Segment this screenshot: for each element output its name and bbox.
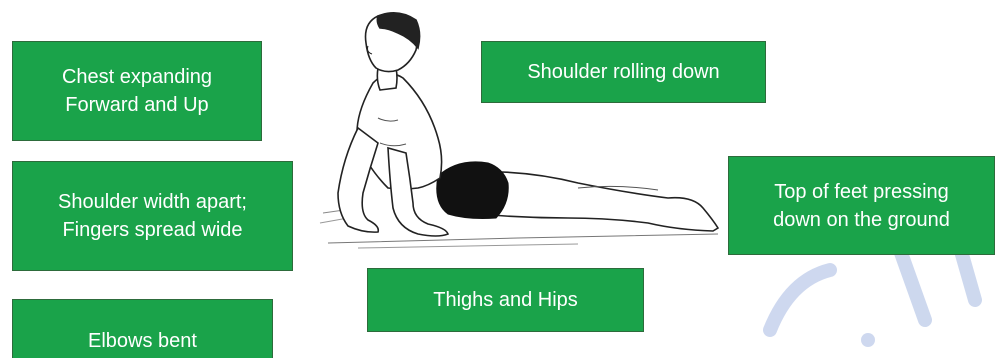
- label-thighs-line1: Thighs and Hips: [433, 286, 578, 314]
- label-thighs-and-hips: Thighs and Hips: [367, 268, 644, 332]
- label-elbows-bent: Elbows bent: [12, 299, 273, 358]
- label-shoulder-rolling-down: Shoulder rolling down: [481, 41, 766, 103]
- label-chest-line2: Forward and Up: [62, 91, 212, 119]
- label-shoulder-width-line2: Fingers spread wide: [58, 216, 247, 244]
- label-top-feet-line1: Top of feet pressing: [773, 178, 950, 206]
- label-chest-expanding: Chest expanding Forward and Up: [12, 41, 262, 141]
- label-chest-line1: Chest expanding: [62, 63, 212, 91]
- label-top-feet-line2: down on the ground: [773, 206, 950, 234]
- label-shoulder-width-apart: Shoulder width apart; Fingers spread wid…: [12, 161, 293, 271]
- label-shoulder-width-line1: Shoulder width apart;: [58, 188, 247, 216]
- shorts: [437, 162, 509, 219]
- label-elbows-line1: Elbows bent: [88, 327, 197, 355]
- head-outline: [366, 13, 420, 90]
- label-shoulder-rolling-line1: Shoulder rolling down: [527, 58, 719, 86]
- label-top-of-feet: Top of feet pressing down on the ground: [728, 156, 995, 255]
